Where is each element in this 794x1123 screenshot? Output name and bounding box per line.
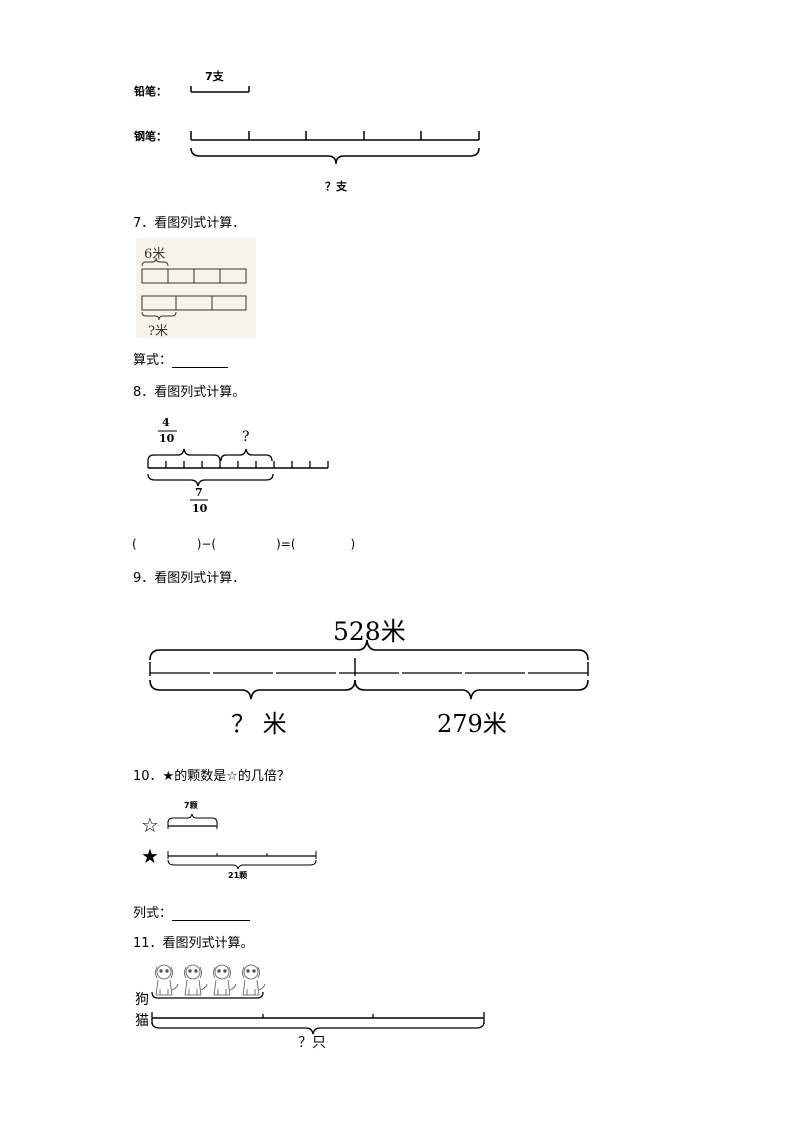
q10-formula-label: 列式： — [133, 906, 173, 921]
q10-diagram — [167, 813, 317, 870]
q8-eq-open: ( — [132, 537, 137, 551]
q9-title: 9．看图列式计算． — [133, 571, 246, 586]
q7-answer-blank[interactable] — [172, 354, 229, 368]
q8-frac1-den: 10 — [159, 432, 175, 445]
pen-value: ？支 — [325, 180, 347, 193]
q7-bottom-label: ?米 — [148, 324, 168, 339]
dog-icon — [184, 964, 208, 996]
pencil-pen-lines — [190, 86, 480, 165]
q9-unknown: ？ 米 — [231, 710, 287, 738]
q7-top-label: 6米 — [144, 247, 166, 262]
q8-question: ? — [242, 429, 250, 445]
q7-diagram — [141, 257, 247, 321]
q8-equation: ( )−( )=() — [132, 537, 355, 551]
q11-title: 11．看图列式计算。 — [133, 936, 254, 951]
q11-diagram — [151, 964, 485, 1035]
q10-formula: 列式： — [133, 902, 251, 921]
q11-dog-label: 狗 — [135, 992, 149, 1008]
q7-title: 7．看图列式计算． — [133, 216, 246, 231]
q9-known: 279米 — [437, 710, 507, 738]
black-star-icon: ★ — [141, 844, 159, 868]
q8-frac2-num: 7 — [195, 486, 203, 499]
q11-unknown: ？只 — [298, 1035, 326, 1051]
q8-title: 8．看图列式计算。 — [133, 385, 246, 400]
q9-diagram — [149, 639, 589, 700]
q7-formula: 算式： — [133, 349, 229, 368]
q8-frac1-num: 4 — [162, 416, 170, 429]
dog-icon — [213, 964, 237, 996]
q10-big-value: 21颗 — [228, 871, 248, 880]
q7-formula-label: 算式： — [133, 353, 173, 368]
pencil-label: 铅笔： — [134, 85, 167, 98]
white-star-icon: ☆ — [141, 813, 159, 837]
q8-eq-equals: )=( — [276, 537, 296, 551]
q8-frac2-den: 10 — [192, 502, 208, 515]
q8-diagram — [147, 430, 329, 501]
q8-eq-close: ) — [350, 537, 356, 551]
pen-label: 钢笔： — [134, 130, 167, 143]
dog-icon — [155, 964, 179, 996]
pencil-value: 7支 — [205, 70, 224, 83]
q9-total: 528米 — [333, 617, 406, 646]
q10-small-value: 7颗 — [184, 801, 198, 810]
q10-answer-blank[interactable] — [172, 907, 251, 921]
q7-figure: 6米 ?米 — [136, 238, 256, 339]
q8-eq-minus: )−( — [196, 537, 217, 551]
q10-title: 10．★的颗数是☆的几倍？ — [133, 769, 290, 784]
dog-icon — [242, 964, 266, 996]
q11-cat-label: 猫 — [135, 1013, 149, 1029]
